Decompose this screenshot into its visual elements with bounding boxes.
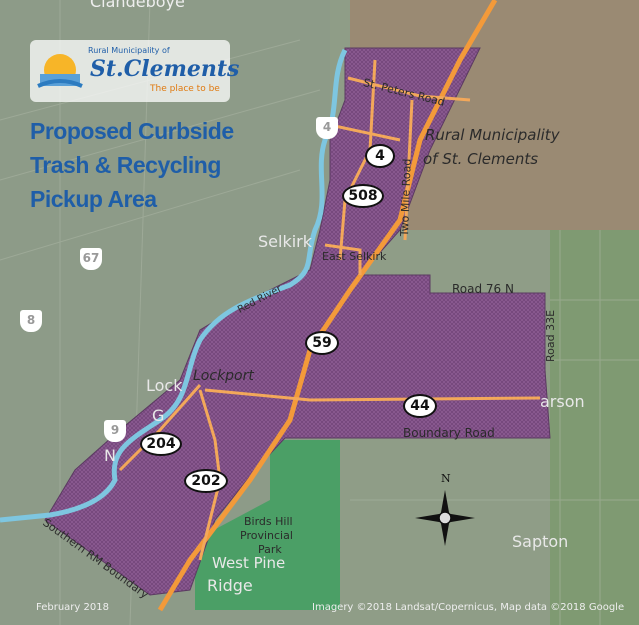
label-n: N — [104, 446, 116, 465]
farmland-east — [550, 230, 639, 625]
label-lockport: Lockport — [193, 368, 254, 384]
label-lock: Lock — [146, 376, 183, 395]
logo-small-text: Rural Municipality of — [88, 46, 170, 55]
label-larson: arson — [540, 392, 585, 411]
logo: Rural Municipality of St.Clements The pl… — [30, 40, 239, 102]
secondary-roads — [118, 59, 541, 561]
logo-sun-icon — [37, 54, 83, 88]
label-ridge: Ridge — [207, 576, 253, 595]
provincial-shield-4: 4 — [316, 117, 338, 139]
shield-204: 204 — [140, 432, 182, 456]
logo-name: St.Clements — [90, 56, 240, 82]
provincial-shield-67: 67 — [80, 248, 102, 270]
birds-hill-park — [195, 440, 340, 610]
label-west-pine: West Pine — [212, 554, 286, 572]
label-rm-2: of St. Clements — [423, 150, 539, 168]
provincial-shield-9: 9 — [104, 420, 126, 442]
label-selkirk: Selkirk — [258, 232, 312, 251]
provincial-shield-8: 8 — [20, 310, 42, 332]
label-road-76n: Road 76 N — [452, 282, 514, 296]
label-g: G — [152, 406, 165, 425]
place-clandeboye: Clandeboye — [90, 0, 185, 11]
label-rm-1: Rural Municipality — [425, 126, 560, 144]
title-line-3: Pickup Area — [30, 186, 157, 212]
label-park-1: Birds Hill — [244, 515, 293, 528]
footer-date: February 2018 — [36, 602, 109, 613]
label-boundary-road: Boundary Road — [403, 426, 495, 440]
shield-44: 44 — [403, 394, 437, 418]
compass-north-label: N — [441, 472, 451, 485]
shield-508: 508 — [342, 184, 384, 208]
compass-icon — [415, 490, 475, 546]
label-park-3: Park — [258, 543, 282, 556]
logo-tagline: The place to be — [150, 84, 220, 94]
shield-59: 59 — [305, 331, 339, 355]
label-road-33e: Road 33E — [544, 309, 557, 362]
shield-202: 202 — [184, 469, 228, 493]
label-park-2: Provincial — [240, 529, 293, 542]
shield-4: 4 — [365, 144, 395, 168]
title-line-1: Proposed Curbside — [30, 118, 234, 144]
highway-59 — [157, 0, 498, 612]
red-river — [0, 48, 348, 523]
footer-credits: Imagery ©2018 Landsat/Copernicus, Map da… — [312, 602, 625, 613]
label-two-mile-road: Two Mile Road — [398, 158, 414, 237]
label-sapton: Sapton — [512, 532, 569, 551]
pickup-area — [44, 47, 551, 596]
label-east-selkirk: East Selkirk — [322, 250, 387, 263]
title-line-2: Trash & Recycling — [30, 152, 221, 178]
